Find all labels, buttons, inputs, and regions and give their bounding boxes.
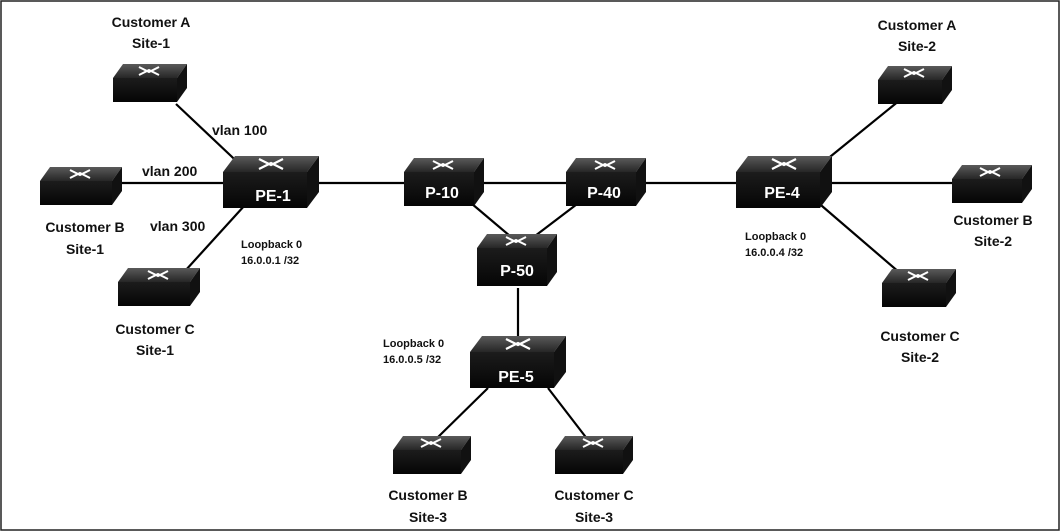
customer-switch-b2 xyxy=(952,165,1032,203)
pe1-loopback-label: Loopback 0 xyxy=(241,239,302,251)
customer-b3-name: Customer B xyxy=(388,487,467,503)
device-label: P-10 xyxy=(425,185,459,202)
device-p40: P-40 xyxy=(566,158,646,206)
device-p10: P-10 xyxy=(404,158,484,206)
customer-c1-name: Customer C xyxy=(115,321,194,337)
customer-b3-site: Site-3 xyxy=(409,509,447,525)
customer-b1-site: Site-1 xyxy=(66,241,104,257)
customer-c3-name: Customer C xyxy=(554,487,633,503)
device-label: PE-5 xyxy=(498,369,534,386)
device-pe4: PE-4 xyxy=(736,156,832,208)
pe5-loopback-address: 16.0.0.5 /32 xyxy=(383,354,441,366)
customer-c1-site: Site-1 xyxy=(136,342,174,358)
link-pe5-c3 xyxy=(547,387,589,441)
customer-switch-b1 xyxy=(40,167,122,205)
customer-switch-b3 xyxy=(393,436,471,474)
vlan-200-label: vlan 200 xyxy=(142,163,197,179)
device-p50: P-50 xyxy=(477,234,557,286)
customer-a1-name: Customer A xyxy=(112,14,191,30)
customer-switch-a1 xyxy=(113,64,187,102)
pe1-loopback-address: 16.0.0.1 /32 xyxy=(241,255,299,267)
customer-c2-site: Site-2 xyxy=(901,349,939,365)
customer-b2-site: Site-2 xyxy=(974,233,1012,249)
vlan-100-label: vlan 100 xyxy=(212,122,267,138)
device-label: P-40 xyxy=(587,185,621,202)
link-pe4-c2 xyxy=(814,199,901,274)
customer-a1-site: Site-1 xyxy=(132,35,170,51)
pe4-loopback-label: Loopback 0 xyxy=(745,231,806,243)
customer-b2-name: Customer B xyxy=(953,212,1032,228)
link-pe5-b3 xyxy=(434,387,489,441)
link-c1-pe1 xyxy=(184,204,246,272)
device-label: PE-1 xyxy=(255,188,291,205)
customer-switch-c1 xyxy=(118,268,200,306)
pe5-loopback-label: Loopback 0 xyxy=(383,338,444,350)
vlan-300-label: vlan 300 xyxy=(150,218,205,234)
customer-c2-name: Customer C xyxy=(880,328,959,344)
customer-switch-a2 xyxy=(878,66,952,104)
device-label: P-50 xyxy=(500,263,534,280)
customer-a2-name: Customer A xyxy=(878,17,957,33)
device-pe5: PE-5 xyxy=(470,336,566,388)
customer-switch-c3 xyxy=(555,436,633,474)
customer-a2-site: Site-2 xyxy=(898,38,936,54)
pe4-loopback-address: 16.0.0.4 /32 xyxy=(745,247,803,259)
customer-switch-c2 xyxy=(882,269,956,307)
link-pe4-a2 xyxy=(819,99,901,166)
device-pe1: PE-1 xyxy=(223,156,319,208)
customer-c3-site: Site-3 xyxy=(575,509,613,525)
customer-b1-name: Customer B xyxy=(45,219,124,235)
device-label: PE-4 xyxy=(764,185,800,202)
